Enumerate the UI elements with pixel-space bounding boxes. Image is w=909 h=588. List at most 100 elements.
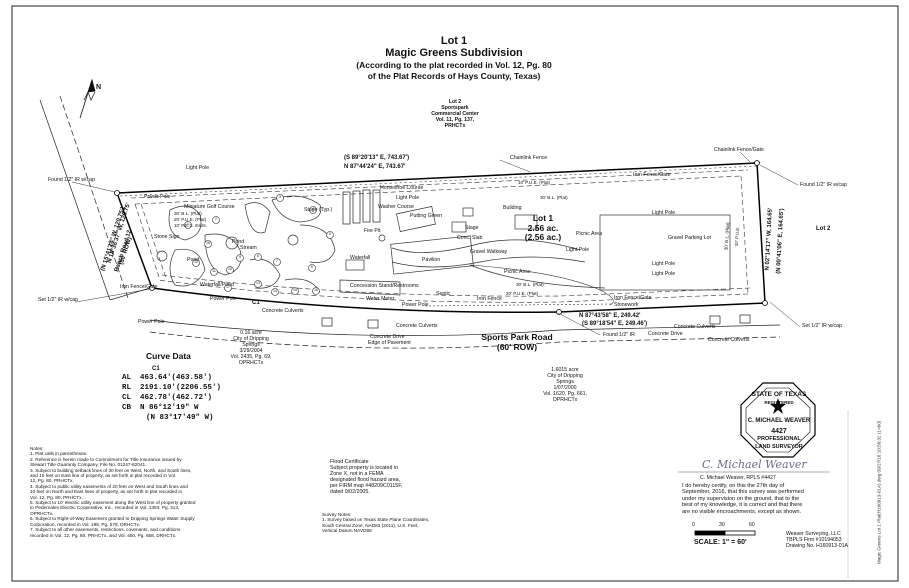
- seal-number: 4427: [771, 428, 787, 435]
- curve-cb: N 86°12'19" W: [140, 404, 199, 412]
- cert-name: C. Michael Weaver, RPLS #4427: [700, 475, 776, 481]
- label-set-ir-left: Set 1/2" IR w/cap: [38, 297, 78, 303]
- seal-land-surveyor: LAND SURVEYOR: [755, 444, 803, 450]
- lot1-area: 2.56 ac.: [527, 223, 559, 233]
- fence-lines: [119, 165, 758, 307]
- lot2-top-vol: Vol. 11, Pg. 137,: [435, 117, 475, 123]
- sports-park-road-name: Sports Park Road: [481, 332, 553, 342]
- hole-number: 4: [312, 206, 314, 211]
- flood-line: Flood Certificate: [330, 459, 369, 465]
- label-conc-slab: Conc. Slab: [457, 235, 483, 241]
- lot2-top-rec: PRHCTx: [444, 123, 466, 129]
- curve-al: 463.64'(463.58'): [140, 374, 213, 382]
- lot2-top-name: Sportspark: [441, 105, 469, 111]
- cert-line: best of my knowledge, it is correct and …: [682, 502, 803, 509]
- label-pue-20-bottom: 20' P.U.E. (Plat): [506, 291, 539, 296]
- tract-16015-area: 1.6015 acre: [551, 367, 579, 373]
- note-line: OPRHCTx.: [30, 510, 54, 516]
- tract-016-owner2: Springs: [242, 342, 260, 348]
- label-light-pole-2: Light Pole: [396, 195, 420, 201]
- firm-name: Weaver Surveying, LLC: [786, 531, 841, 537]
- label-water-meter: Water Meter: [366, 296, 395, 302]
- tract-16015-vol: Vol. 1620, Pg. 661,: [543, 391, 587, 397]
- label-stream: Stream: [240, 245, 257, 251]
- label-pue-20-a: 20' P.U.E. (Plat): [174, 217, 207, 222]
- label-concrete-drive-2: Concrete Drive: [648, 331, 683, 337]
- label-power-pole-3: Power Pole: [402, 302, 429, 308]
- tract-016-vol: Vol. 2435, Pg. 69,: [230, 354, 272, 360]
- hole-number: 16: [314, 287, 318, 292]
- label-light-pole-1: Light Pole: [186, 165, 210, 171]
- hole-number: 2: [215, 216, 217, 221]
- survey-note-line: Survey Notes:: [322, 512, 352, 517]
- label-gravel-walkway: Gravel Walkway: [470, 249, 508, 255]
- note-line: recorded in Vol. 12, Pg. 80, PRHCTx, and…: [30, 532, 177, 538]
- label-power-pole-2: Power Pole: [210, 296, 237, 302]
- label-chainlink-fence: Chainlink Fence: [510, 155, 548, 161]
- lot1-area-record: (2.56 ac.): [524, 232, 562, 242]
- curve-data-title: Curve Data: [146, 351, 191, 361]
- note-line: 3. Subject to building setback lines of …: [30, 467, 192, 473]
- tract-016-area: 0.16 acre: [240, 330, 262, 336]
- label-culverts-1: Concrete Culverts: [262, 308, 304, 314]
- hole-number: 8: [257, 253, 259, 258]
- label-fire-pit: Fire Pit: [364, 228, 381, 234]
- file-caption: Magic Greens Lot 1 Plat(H160913-01A).dwg…: [876, 420, 882, 565]
- label-septic: Septic: [436, 291, 451, 297]
- label-lot2-right: Lot 2: [816, 226, 831, 232]
- leader-lines: [71, 151, 801, 336]
- label-gravel-parking: Gravel Parking Lot: [668, 235, 711, 241]
- bearing-top-record: (S 89°20'13" E, 743.67'): [344, 155, 410, 161]
- label-stonework: Stonework: [614, 302, 639, 308]
- label-found-ir-left: Found 1/2" IR w/cap: [48, 177, 95, 183]
- hole-number: 10: [228, 266, 232, 271]
- curve-cl-label: CL: [122, 394, 132, 402]
- hole-number: 17: [226, 284, 230, 289]
- star-icon: [770, 398, 786, 414]
- label-edge-pavement: Edge of Pavement: [368, 340, 411, 346]
- lot1-label: Lot 1: [532, 213, 554, 223]
- hole-number: 13: [256, 280, 260, 285]
- site-structures: [339, 206, 731, 296]
- hole-number: 14: [273, 288, 277, 293]
- road-lines: [39, 95, 781, 349]
- label-found-ir-bottom: Found 1/2" IR: [603, 332, 635, 338]
- label-concrete-drive-1: Concrete Drive: [370, 334, 405, 340]
- hole-number: 18: [206, 240, 210, 245]
- label-light-pole-6: Light Pole: [652, 271, 676, 277]
- label-pue-10-top: 10' P.U.E. (Plat): [518, 180, 551, 185]
- label-iron-fence: Iron Fence: [477, 296, 502, 302]
- iron-rod-markers: [114, 160, 768, 315]
- hole-number: 9: [239, 254, 241, 259]
- hole-number: 7: [276, 258, 278, 263]
- label-picnic-area-2: Picnic Area: [504, 269, 530, 275]
- flood-line: dated 9/02/2005.: [330, 489, 370, 496]
- tract-16015-rec: OPRHCTx: [552, 397, 578, 403]
- pavilion-outline: [390, 235, 474, 275]
- label-iron-fence-gate-top: Iron Fence/Gate: [633, 172, 671, 178]
- note-line: 7. Subject to all other easements, restr…: [30, 527, 181, 533]
- survey-note-line: Vertical Datum NAVD88: [322, 528, 372, 534]
- tract-16015-date: 1/07/2000: [553, 385, 577, 391]
- label-pond-2: Pond: [187, 257, 200, 263]
- gravel-walkway: [391, 239, 606, 289]
- label-washer: Washer Course: [378, 204, 414, 210]
- label-stage-typ: Stage (Typ.): [304, 207, 333, 213]
- label-culverts-4: Concrete Culverts: [708, 337, 750, 343]
- scale-bar: [694, 530, 756, 536]
- cert-line: under my supervision on the ground, that…: [682, 495, 800, 502]
- curve-al-label: AL: [122, 374, 132, 382]
- drawing-number: Drawing No. H160913-01A: [786, 543, 848, 549]
- label-concession: Concession Stand/Restrooms: [350, 283, 419, 289]
- label-light-pole-5: Light Pole: [652, 261, 676, 267]
- hole-number: 5: [329, 231, 331, 236]
- label-pond-1: Pond: [232, 239, 245, 245]
- survey-notes: Survey Notes:1. Survey based on Texas St…: [322, 512, 429, 534]
- label-building: Building: [503, 205, 522, 211]
- setback-lines: [130, 169, 751, 303]
- bearing-top-measured: N 87°44'24" E, 743.67': [344, 164, 406, 170]
- title-ref2: of the Plat Records of Hays County, Texa…: [367, 71, 541, 81]
